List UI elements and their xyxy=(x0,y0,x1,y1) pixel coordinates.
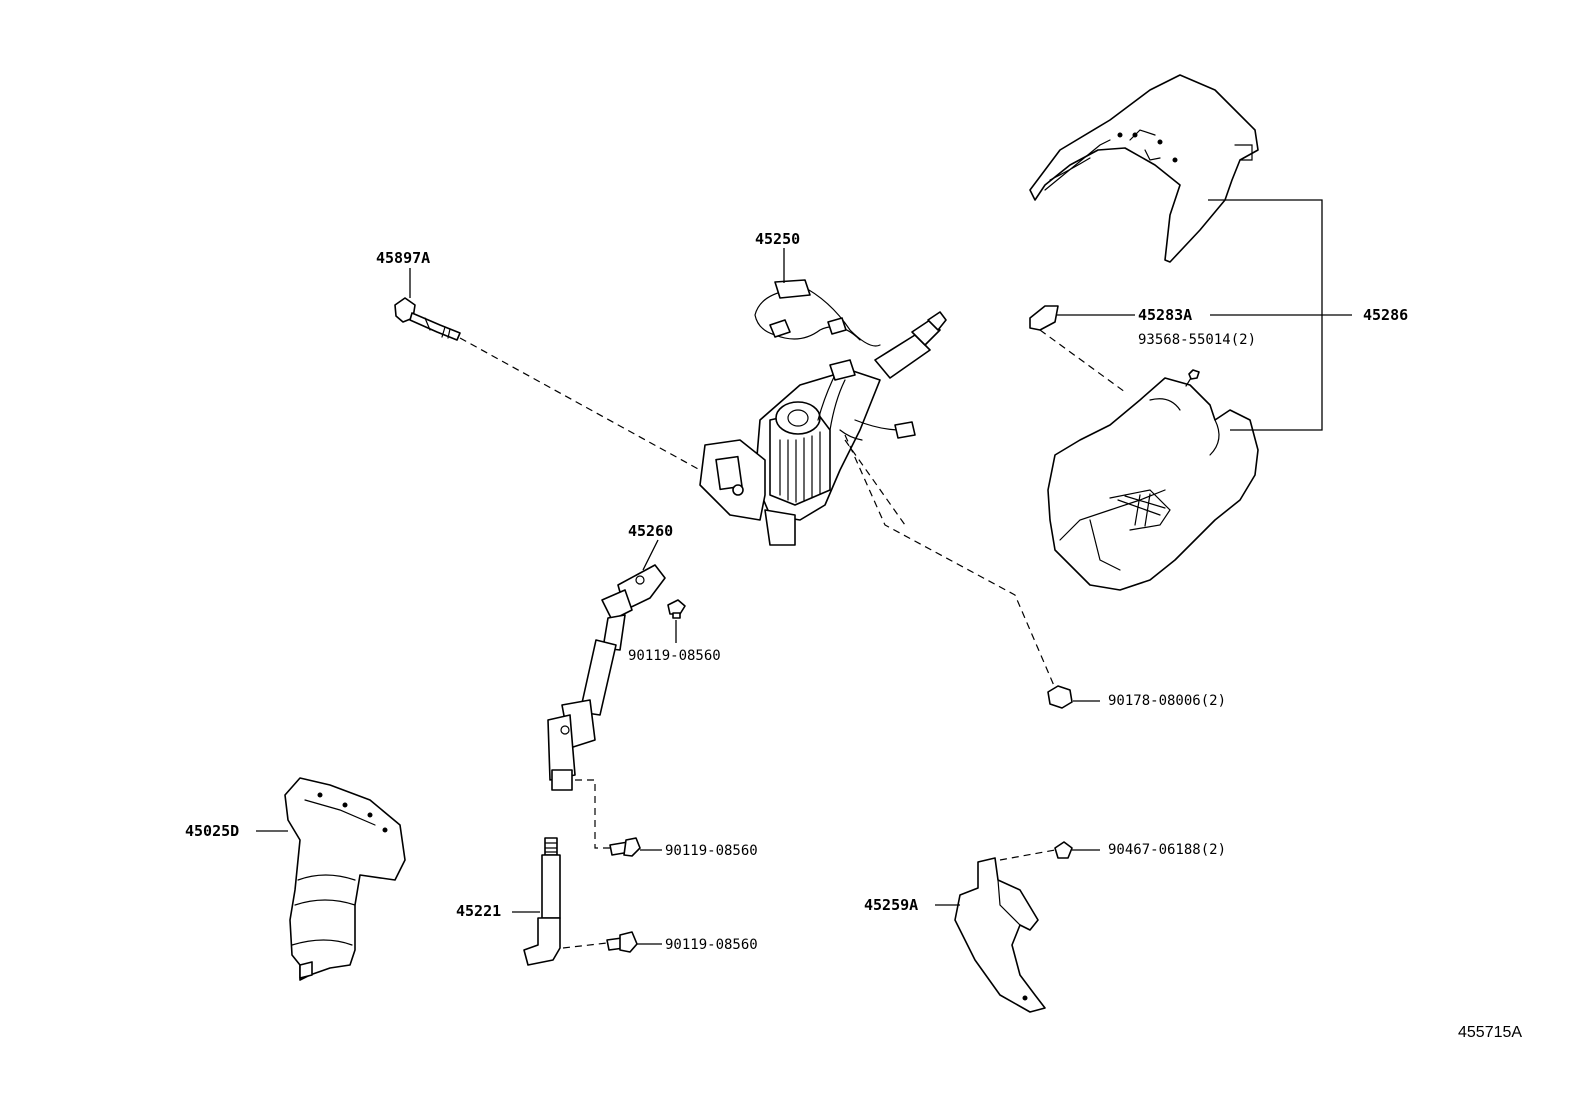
label-93568-55014: 93568-55014(2) xyxy=(1138,332,1256,348)
lower-column-cover xyxy=(1047,377,1259,591)
dashed-reference-lines xyxy=(459,329,1126,949)
label-45286: 45286 xyxy=(1363,306,1408,324)
bolt-90119-lower-icon xyxy=(606,931,638,953)
label-45259A: 45259A xyxy=(864,896,918,914)
label-45025D: 45025D xyxy=(185,822,239,840)
boot-45025D xyxy=(284,777,406,981)
leader-lines xyxy=(256,199,1352,945)
bolt-90467-icon xyxy=(1054,841,1073,859)
label-45897A: 45897A xyxy=(376,249,430,267)
label-45260: 45260 xyxy=(628,522,673,540)
pad-45283A-icon xyxy=(1029,305,1059,331)
figure-code: 455715A xyxy=(1458,1024,1522,1041)
label-90178-08006: 90178-08006(2) xyxy=(1108,693,1226,709)
label-45250: 45250 xyxy=(755,230,800,248)
screw-93568-icon xyxy=(1185,369,1200,387)
label-45221: 45221 xyxy=(456,902,501,920)
upper-column-cover xyxy=(1029,74,1259,263)
label-90467-06188: 90467-06188(2) xyxy=(1108,842,1226,858)
bolt-90119-middle-icon xyxy=(609,837,641,857)
bolt-45897A-icon xyxy=(394,297,461,341)
label-90119-08560-lower: 90119-08560 xyxy=(665,937,758,953)
steering-column-assembly xyxy=(699,279,947,546)
nut-90178-icon xyxy=(1047,685,1073,709)
label-90119-08560-upper: 90119-08560 xyxy=(628,648,721,664)
intermediate-shaft-45260 xyxy=(547,564,666,791)
shaft-45221 xyxy=(523,837,561,966)
bolt-90119-upper-icon xyxy=(667,599,686,619)
label-45283A: 45283A xyxy=(1138,306,1192,324)
label-90119-08560-middle: 90119-08560 xyxy=(665,843,758,859)
bracket-45259A xyxy=(954,857,1046,1013)
